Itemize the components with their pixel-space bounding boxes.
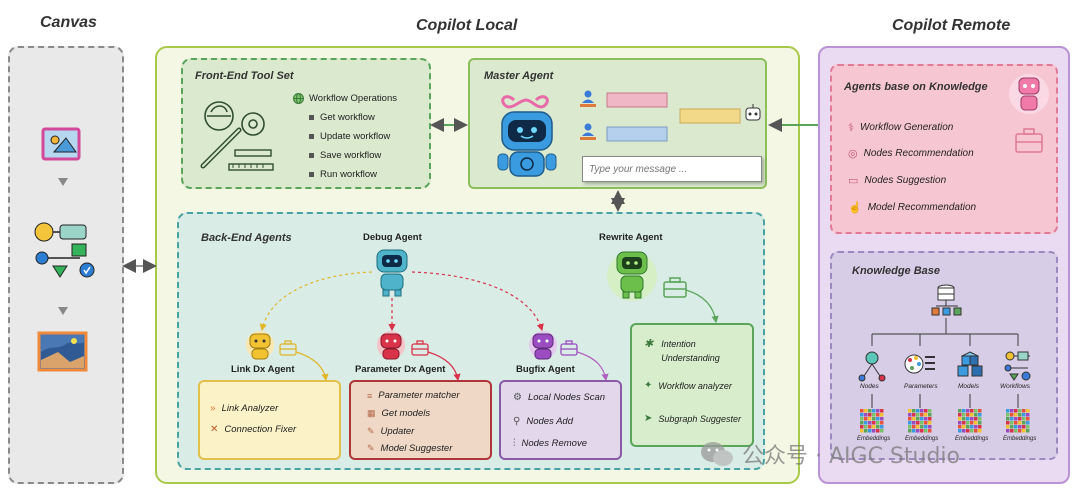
list-item: ✕Connection Fixer — [210, 424, 297, 435]
updater-icon: ✎ — [367, 426, 375, 436]
link-agent-label: Link Dx Agent — [231, 364, 295, 375]
bugfix-agent-label: Bugfix Agent — [516, 364, 575, 375]
debug-agent-label: Debug Agent — [363, 232, 422, 243]
robot-icon — [497, 95, 557, 177]
hand-icon: ☝ — [848, 202, 862, 214]
list-item: Save workflow — [309, 150, 390, 161]
analyzer-icon: ✦ — [644, 380, 653, 391]
copilot-remote-header: Copilot Remote — [892, 17, 1011, 34]
matcher-icon: ≡ — [367, 390, 373, 401]
list-item: ◎Nodes Recommendation — [848, 148, 974, 160]
param-agent-label: Parameter Dx Agent — [355, 364, 446, 375]
kb-node-label: Nodes — [860, 383, 879, 390]
tools-icon — [200, 101, 274, 171]
list-item: ▦Get models — [367, 408, 431, 419]
message-input[interactable] — [582, 156, 762, 182]
embeddings-label: Embeddings — [955, 436, 989, 442]
list-item: ⫶Nodes Remove — [513, 438, 587, 449]
add-icon: ⚲ — [513, 416, 521, 427]
master-agent-panel: Master Agent — [468, 58, 767, 189]
list-item: »Link Analyzer — [210, 403, 279, 414]
knowledge-base-panel: Knowledge Base — [830, 251, 1058, 460]
agents-knowledge-title: Agents base on Knowledge — [844, 81, 988, 93]
bot-icon — [745, 104, 761, 121]
kb-workflows-label: Workflows — [1000, 383, 1030, 390]
list-item: ☝Model Recommendation — [848, 202, 977, 214]
frontend-list: Get workflow Update workflow Save workfl… — [309, 112, 390, 180]
watermark-text: 公众号 · AIGC Studio — [742, 444, 960, 469]
pink-robot-icon — [1009, 74, 1049, 114]
scan-icon: ⚙ — [513, 392, 522, 403]
bugfix-box: ⚙Local Nodes Scan ⚲Nodes Add ⫶Nodes Remo… — [499, 380, 622, 460]
master-agent-title: Master Agent — [484, 70, 554, 82]
list-item: ✱Intention Understanding — [644, 338, 720, 363]
rewrite-agent-label: Rewrite Agent — [599, 232, 663, 243]
list-item: ✎Model Suggester — [367, 443, 453, 454]
list-item: ≡Parameter matcher — [367, 390, 460, 401]
globe-icon — [293, 93, 304, 104]
list-item: ✦Workflow analyzer — [644, 380, 732, 391]
kb-parameters-label: Parameters — [904, 383, 938, 390]
list-item: ⚙Local Nodes Scan — [513, 392, 606, 403]
user-icon — [580, 90, 596, 107]
link-analyzer-icon: » — [210, 403, 216, 414]
list-item: ➤Subgraph Suggester — [644, 413, 741, 424]
rewrite-box: ✱Intention Understanding ✦Workflow analy… — [630, 323, 754, 447]
magic-wand-icon: ⚕ — [848, 122, 854, 134]
remove-icon: ⫶ — [513, 438, 516, 449]
suggester-icon: ✎ — [367, 443, 375, 453]
list-item: Run workflow — [309, 169, 390, 180]
kb-models-label: Models — [958, 383, 979, 390]
bug-icon: ✱ — [644, 338, 654, 350]
embeddings-label: Embeddings — [905, 436, 939, 442]
list-item: ⚕Workflow Generation — [848, 122, 954, 134]
list-item: ▭Nodes Suggestion — [848, 175, 947, 187]
param-dx-box: ≡Parameter matcher ▦Get models ✎Updater … — [349, 380, 492, 460]
chat-bubbles — [580, 90, 761, 142]
frontend-toolset-panel: Front-End Tool Set Workflow Operations G… — [181, 58, 431, 189]
wrench-icon: ✕ — [210, 424, 219, 435]
canvas-panel — [8, 46, 124, 484]
canvas-header: Canvas — [40, 14, 97, 31]
watermark: 公众号 · AIGC Studio — [700, 438, 960, 470]
wechat-icon — [701, 442, 733, 466]
list-item: Update workflow — [309, 131, 390, 142]
workflow-operations-label: Workflow Operations — [309, 93, 397, 104]
toolbox-icon — [1015, 128, 1043, 153]
link-dx-box: »Link Analyzer ✕Connection Fixer — [198, 380, 341, 460]
copilot-local-header: Copilot Local — [416, 17, 518, 34]
subgraph-icon: ➤ — [644, 413, 653, 424]
workflow-operations-heading: Workflow Operations — [293, 93, 397, 104]
chart-icon: ▭ — [848, 175, 859, 187]
models-icon: ▦ — [367, 408, 376, 418]
backend-title: Back-End Agents — [201, 232, 292, 244]
frontend-title: Front-End Tool Set — [195, 70, 294, 82]
agents-knowledge-panel: Agents base on Knowledge ⚕Workflow Gener… — [830, 64, 1058, 234]
target-icon: ◎ — [848, 148, 858, 160]
knowledge-base-title: Knowledge Base — [852, 265, 941, 277]
list-item: ⚲Nodes Add — [513, 416, 573, 427]
embeddings-label: Embeddings — [1003, 436, 1037, 442]
embeddings-label: Embeddings — [857, 436, 891, 442]
list-item: ✎Updater — [367, 426, 415, 437]
list-item: Get workflow — [309, 112, 390, 123]
user-icon — [580, 123, 596, 140]
